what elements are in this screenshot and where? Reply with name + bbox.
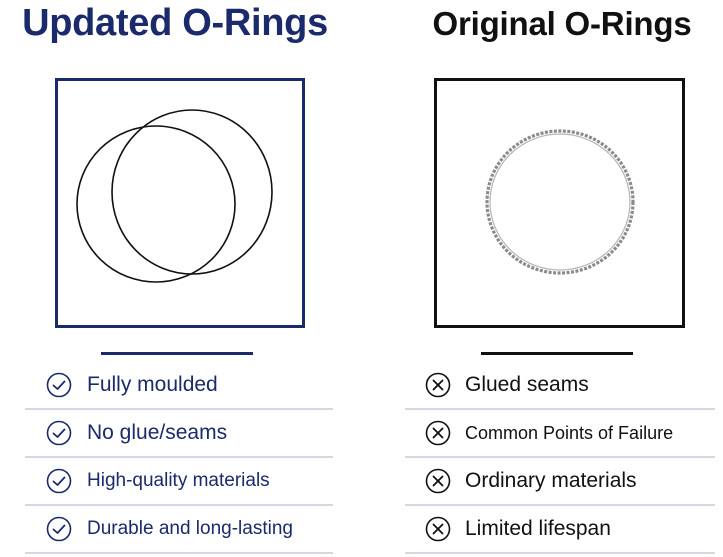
check-circle-icon <box>46 420 72 446</box>
feature-label: Durable and long-lasting <box>87 518 293 539</box>
original-divider <box>481 352 633 355</box>
check-circle-icon <box>46 372 72 398</box>
list-item: No glue/seams <box>25 410 333 458</box>
feature-label: Limited lifespan <box>465 517 611 540</box>
oring-outline-right <box>111 109 273 275</box>
original-feature-list: Glued seams Common Points of Failure Ord… <box>405 362 715 554</box>
x-circle-icon <box>425 516 451 542</box>
list-item: Common Points of Failure <box>405 410 715 458</box>
list-item: Fully moulded <box>25 362 333 410</box>
feature-label: Ordinary materials <box>465 469 637 492</box>
original-title: Original O-Rings <box>432 5 692 42</box>
list-item: Glued seams <box>405 362 715 410</box>
feature-label: Common Points of Failure <box>465 422 674 443</box>
oring-outline-pixelated <box>485 129 635 275</box>
feature-label: Fully moulded <box>87 373 218 396</box>
feature-label: Glued seams <box>465 373 589 396</box>
x-circle-icon <box>425 372 451 398</box>
updated-title: Updated O-Rings <box>22 2 328 44</box>
list-item: Limited lifespan <box>405 506 715 554</box>
check-circle-icon <box>46 516 72 542</box>
x-circle-icon <box>425 468 451 494</box>
oring-outline-inner <box>489 133 631 271</box>
list-item: Ordinary materials <box>405 458 715 506</box>
original-oring-illustration <box>485 129 635 275</box>
list-item: High-quality materials <box>25 458 333 506</box>
x-circle-icon <box>425 420 451 446</box>
list-item: Durable and long-lasting <box>25 506 333 554</box>
updated-oring-illustration <box>76 109 273 283</box>
updated-oring-image <box>55 78 305 328</box>
original-oring-image <box>434 78 685 328</box>
updated-feature-list: Fully moulded No glue/seams High-quality… <box>25 362 333 554</box>
updated-divider <box>101 352 253 355</box>
oring-outline-left <box>76 125 236 283</box>
check-circle-icon <box>46 468 72 494</box>
feature-label: No glue/seams <box>87 421 228 444</box>
feature-label: High-quality materials <box>87 470 270 491</box>
